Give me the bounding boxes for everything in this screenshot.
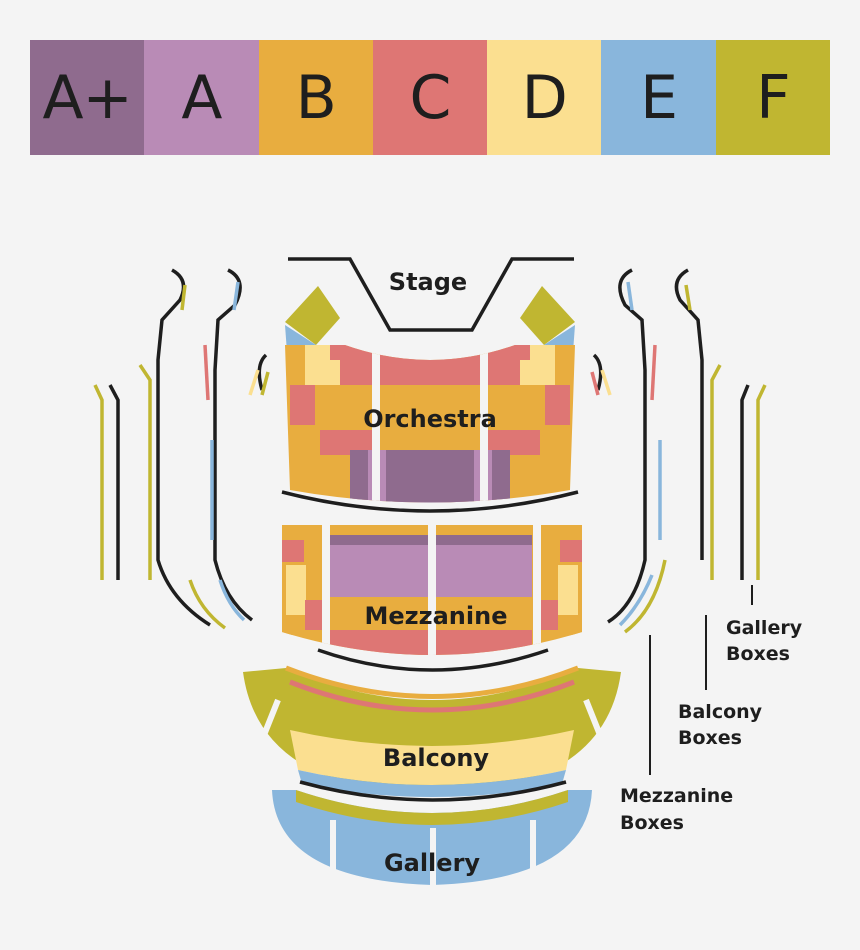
stage-area: Stage	[288, 257, 574, 332]
orchestra-center-c-rows[interactable]	[380, 345, 480, 385]
box-callouts: Gallery Boxes Balcony Boxes Mezzanine Bo…	[620, 585, 803, 834]
legend-e[interactable]: E	[601, 40, 716, 155]
balcony-front-b-row[interactable]	[285, 665, 579, 699]
legend-c[interactable]: C	[372, 40, 488, 155]
mezzanine-boxes-label-1: Mezzanine	[620, 785, 733, 807]
right-boxes[interactable]	[590, 268, 767, 634]
legend-b[interactable]: B	[258, 40, 373, 155]
orchestra-section[interactable]: Orchestra	[280, 286, 580, 530]
gallery-boxes-label-2: Boxes	[726, 643, 790, 665]
legend-f[interactable]: F	[715, 40, 830, 155]
gallery-boxes-label-1: Gallery	[726, 617, 803, 639]
left-boxes[interactable]	[93, 268, 270, 630]
mezzanine-label: Mezzanine	[365, 602, 508, 630]
orchestra-label: Orchestra	[363, 405, 497, 433]
orchestra-rail	[281, 490, 579, 513]
legend-a-plus[interactable]: A+	[30, 40, 145, 155]
mezzanine-right-d-rows[interactable]	[558, 565, 578, 615]
price-legend: A+ A B C D E F	[30, 40, 830, 155]
balcony-boxes-label-2: Boxes	[678, 727, 742, 749]
balcony-center-d-rows[interactable]	[290, 730, 574, 785]
legend-d[interactable]: D	[487, 40, 602, 155]
orchestra-rear-a-plus[interactable]	[386, 450, 474, 510]
balcony-section[interactable]: Balcony	[243, 665, 621, 797]
gallery-label: Gallery	[384, 849, 480, 877]
balcony-front-c-row[interactable]	[289, 679, 575, 713]
gallery-section[interactable]: Gallery	[272, 790, 592, 888]
orchestra-left-f-block[interactable]	[285, 286, 340, 345]
stage-label: Stage	[389, 268, 467, 296]
orchestra-right-f-block[interactable]	[520, 286, 575, 345]
mezzanine-boxes-label-2: Boxes	[620, 812, 684, 834]
balcony-label: Balcony	[383, 744, 490, 772]
balcony-rail	[299, 780, 567, 802]
mezzanine-left-d-rows[interactable]	[286, 565, 306, 615]
mezzanine-rail	[317, 648, 549, 672]
mezzanine-section[interactable]: Mezzanine	[282, 520, 582, 690]
balcony-boxes-label-1: Balcony	[678, 701, 763, 723]
legend-a[interactable]: A	[144, 40, 259, 155]
